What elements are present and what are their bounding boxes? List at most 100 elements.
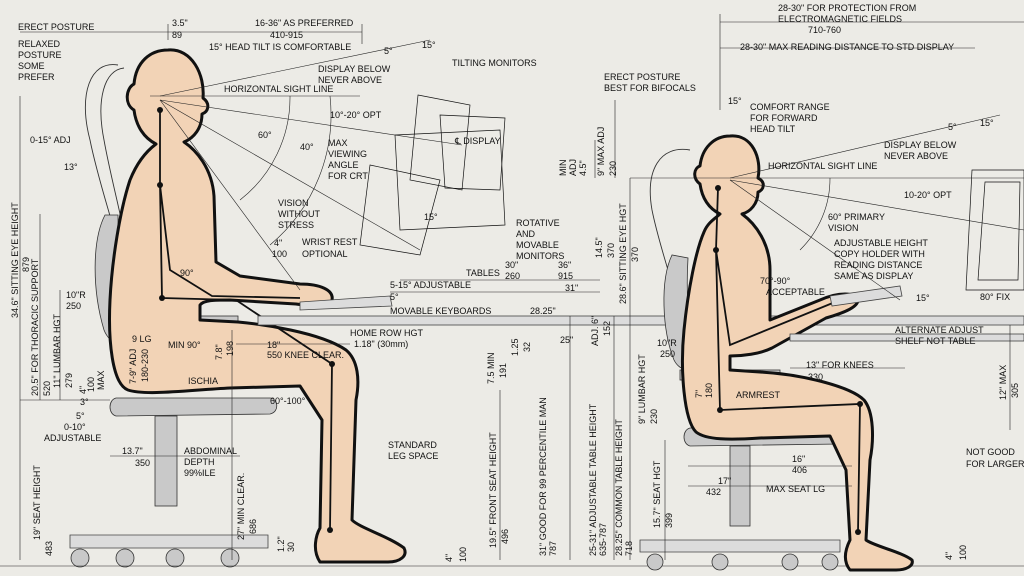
left-caster-2	[115, 548, 135, 568]
right-joint-ankle	[855, 529, 861, 535]
label-vision-3: STRESS	[278, 220, 314, 230]
label-right-370: 370	[606, 243, 616, 258]
label-copy-3: READING DISTANCE	[834, 260, 922, 270]
label-acceptable-2: ACCEPTABLE	[766, 287, 825, 297]
left-top-dimension	[20, 24, 363, 44]
left-joint-eye	[157, 107, 163, 113]
right-vision-arc	[799, 177, 831, 251]
label-d432: 432	[706, 487, 721, 497]
label-comfort-1: COMFORT RANGE	[750, 102, 830, 112]
left-sight-ray-1	[159, 99, 463, 146]
label-deg15b: 15°	[424, 212, 438, 222]
monitor-outline-2	[394, 129, 506, 231]
label-cl-display: ℄ DISPLAY	[454, 136, 501, 146]
label-fix80: 80° FIX	[980, 292, 1010, 302]
label-head-mm: 89	[172, 30, 182, 40]
label-tilting-monitors: TILTING MONITORS	[452, 58, 537, 68]
label-vision-2: WITHOUT	[278, 209, 320, 219]
left-joint-shoulder	[157, 182, 163, 188]
tilting-monitors	[359, 94, 506, 256]
label-rotative-4: MONITORS	[516, 251, 564, 261]
label-right-deg15: 15°	[728, 96, 742, 106]
label-right-lumbar-mm: 230	[649, 409, 659, 424]
label-right-deg15c: 15°	[916, 293, 930, 303]
label-protection-2: ELECTROMAGNETIC FIELDS	[778, 14, 902, 24]
label-right-eye-mm: 370	[630, 247, 640, 262]
label-r250: 250	[66, 301, 81, 311]
label-right-horizontal: HORIZONTAL SIGHT LINE	[768, 161, 877, 171]
label-protection-1: 28-30" FOR PROTECTION FROM	[778, 3, 916, 13]
label-max-view-4: FOR CRT	[328, 171, 368, 181]
label-max-adj: 9" MAX ADJ	[596, 127, 606, 176]
label-adj-mm: 180-230	[140, 349, 150, 382]
label-seat-height: 19" SEAT HEIGHT	[32, 465, 42, 540]
label-std-leg-2: LEG SPACE	[388, 451, 438, 461]
label-front-seat: 19.5" FRONT SEAT HEIGHT	[488, 432, 498, 548]
label-display-below-1: DISPLAY BELOW	[318, 64, 391, 74]
left-caster-4	[220, 548, 240, 568]
label-lumbar: 11" LUMBAR HGT	[52, 313, 62, 388]
label-t2825: 28.25"	[530, 306, 556, 316]
label-tables: TABLES	[466, 268, 500, 278]
label-head-in: 3.5"	[172, 18, 188, 28]
right-joint-shoulder	[713, 247, 719, 253]
right-joint-hip	[717, 407, 723, 413]
label-erect-2: BEST FOR BIFOCALS	[604, 83, 696, 93]
label-primary-1: 60° PRIMARY	[828, 212, 885, 222]
label-wrist-in: 4"	[274, 238, 282, 248]
label-s78: 7.8"	[214, 344, 224, 360]
monitor-outline-1	[409, 94, 471, 191]
label-adj-table-mm: 635-787	[598, 523, 608, 556]
label-eye-mm: 879	[21, 257, 31, 272]
label-right-opt: 10-20° OPT	[904, 190, 952, 200]
label-eye-height: 34.6" SITTING EYE HEIGHT	[10, 202, 20, 318]
label-alt-1: ALTERNATE ADJUST	[895, 325, 984, 335]
left-caster-1	[70, 548, 90, 568]
label-v145: 14.5"	[594, 237, 604, 258]
label-seat-mm: 483	[44, 541, 54, 556]
label-max-adj-mm: 230	[608, 161, 618, 176]
left-keyboard	[299, 295, 393, 311]
label-d16: 16"	[792, 454, 805, 464]
label-min-adj-2: ADJ	[568, 159, 578, 176]
right-keyboard-shelf	[789, 333, 1024, 342]
label-adj79: 7-9" ADJ	[128, 349, 138, 384]
label-deg90: 90°	[180, 268, 194, 278]
label-not-good-2: FOR LARGER	[966, 459, 1024, 469]
left-joint-hip	[159, 295, 165, 301]
label-max-seat: MAX SEAT LG	[766, 484, 825, 494]
label-acceptable-1: 70°-90°	[760, 276, 791, 286]
label-max-view-2: VIEWING	[328, 149, 367, 159]
label-deg15: 15°	[422, 40, 436, 50]
label-max-view-1: MAX	[328, 138, 348, 148]
right-keyboard	[829, 285, 903, 307]
label-rotative-2: AND	[516, 229, 536, 239]
right-joint-knee	[857, 401, 863, 407]
left-labels: ERECT POSTURE RELAXED POSTURE SOME PREFE…	[10, 18, 634, 562]
left-workstation	[0, 24, 1024, 568]
label-relaxed-2: POSTURE	[18, 50, 62, 60]
label-min-clear: 27" MIN CLEAR.	[236, 473, 246, 540]
label-knees330: 330	[808, 372, 823, 382]
label-vision-1: VISION	[278, 198, 309, 208]
label-wrist-2: OPTIONAL	[302, 249, 348, 259]
label-wrist-mm: 100	[272, 249, 287, 259]
label-d350: 350	[135, 458, 150, 468]
label-deg60: 60°	[258, 130, 272, 140]
right-caster-4	[821, 553, 839, 571]
label-max305: 305	[1010, 383, 1020, 398]
label-abdominal-1: ABDOMINAL	[184, 446, 237, 456]
label-thoracic-mm: 520	[42, 381, 52, 396]
right-tilt-ray	[729, 114, 1001, 179]
label-min75: 7.5 MIN	[486, 352, 496, 384]
left-sight-ray-2	[159, 99, 421, 251]
label-right-seat: 15.7" SEAT HGT	[652, 460, 662, 528]
label-right-lumbar: 9" LUMBAR HGT	[637, 354, 647, 424]
left-sight-ray-3	[159, 99, 301, 291]
left-chair-base	[69, 534, 269, 549]
label-adj-table: 25-31" ADJUSTABLE TABLE HEIGHT	[588, 403, 598, 556]
right-caster-1	[646, 553, 664, 571]
label-d3: 3°	[80, 397, 89, 407]
left-table-top	[257, 315, 1024, 326]
label-protection-mm: 710-760	[808, 25, 841, 35]
